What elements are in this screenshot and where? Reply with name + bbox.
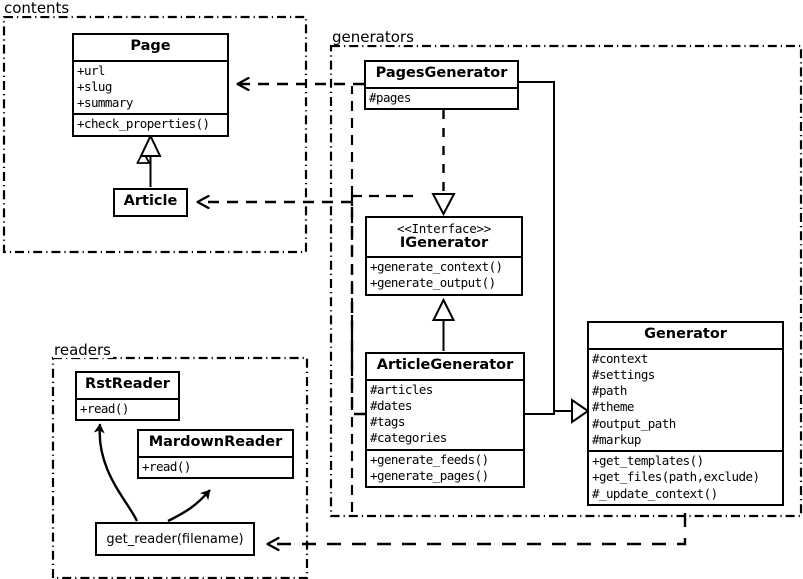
class-name-igenerator-text: IGenerator [399, 234, 489, 251]
attribute-row: #settings [592, 366, 655, 382]
attribute-row: #theme [592, 399, 634, 415]
class-box-igenerator[interactable]: <<Interface>> IGenerator +generate_conte… [365, 216, 523, 296]
class-name-article: Article [123, 193, 178, 209]
attribute-row: #dates [370, 397, 412, 413]
arrowhead-generator-inherit [571, 398, 590, 424]
edge-generator-uses-get-reader [268, 513, 687, 544]
method-row: +generate_context() [370, 259, 503, 275]
method-row: +read() [80, 400, 129, 416]
class-stereotype-igenerator: <<Interface>> [397, 221, 491, 236]
attribute-row: #articles [370, 381, 433, 397]
edge-pagesgenerator-extends-generator [519, 81, 572, 412]
method-row: +generate_output() [370, 275, 496, 291]
class-name-rst-reader: RstReader [85, 376, 170, 392]
class-box-generator[interactable]: Generator #context #settings #path #them… [587, 321, 784, 506]
class-attributes-article-generator: #articles #dates #tags #categories [367, 378, 523, 449]
edge-get-reader-creates-rstreader [93, 423, 139, 522]
package-label-generators: generators [331, 28, 416, 46]
method-row: +get_templates() [592, 453, 704, 469]
class-box-rst-reader[interactable]: RstReader +read() [75, 371, 180, 421]
class-box-pages-generator[interactable]: PagesGenerator #pages [364, 60, 519, 110]
class-methods-generator: +get_templates() +get_files(path,exclude… [589, 450, 782, 504]
class-name-page: Page [130, 38, 171, 54]
arrowhead-article-igenerator [431, 297, 456, 321]
class-box-article[interactable]: Article [113, 188, 188, 217]
edge-articlegenerator-uses-article-stub [350, 202, 365, 416]
class-methods-igenerator: +generate_context() +generate_output() [367, 256, 521, 294]
edge-articlegenerator-extends-generator [525, 410, 572, 415]
method-row: +generate_feeds() [370, 451, 489, 467]
attribute-row: #pages [369, 89, 411, 105]
class-name-mardown-reader: MardownReader [148, 434, 283, 450]
class-attributes-generator: #context #settings #path #theme #output_… [589, 347, 782, 451]
edge-get-reader-creates-mardownreader [167, 489, 211, 523]
class-attributes-pages-generator: #pages [366, 86, 517, 108]
class-name-igenerator: <<Interface>> IGenerator [367, 218, 521, 256]
class-name-generator: Generator [644, 326, 727, 342]
class-methods-rst-reader: +read() [77, 397, 178, 419]
class-box-page[interactable]: Page +url +slug +summary +check_properti… [72, 33, 229, 137]
attribute-row: +slug [77, 78, 112, 94]
class-name-article-generator: ArticleGenerator [376, 357, 514, 373]
arrowhead-pages-igenerator [431, 193, 456, 217]
attribute-row: #categories [370, 430, 447, 446]
arrowhead-article-page [139, 133, 162, 157]
attribute-row: #path [592, 383, 627, 399]
function-label-get-reader: get_reader(filename) [106, 531, 244, 547]
method-row: +read() [142, 458, 191, 474]
class-methods-mardown-reader: +read() [139, 455, 292, 477]
method-row: #_update_context() [592, 485, 718, 501]
attribute-row: #context [592, 350, 648, 366]
class-methods-page: +check_properties() [74, 113, 227, 134]
class-box-article-generator[interactable]: ArticleGenerator #articles #dates #tags … [365, 352, 525, 489]
package-label-contents: contents [3, 0, 72, 17]
attribute-row: +url [77, 62, 105, 78]
class-methods-article-generator: +generate_feeds() +generate_pages() [367, 448, 523, 487]
package-label-readers: readers [53, 341, 113, 359]
class-box-mardown-reader[interactable]: MardownReader +read() [137, 429, 294, 479]
method-row: +get_files(path,exclude) [592, 469, 760, 485]
attribute-row: #tags [370, 414, 405, 430]
function-box-get-reader[interactable]: get_reader(filename) [95, 522, 255, 556]
class-attributes-page: +url +slug +summary [74, 59, 227, 114]
attribute-row: #output_path [592, 415, 676, 431]
method-row: +check_properties() [77, 116, 210, 132]
method-row: +generate_pages() [370, 467, 489, 483]
class-name-pages-generator: PagesGenerator [375, 65, 508, 81]
attribute-row: #markup [592, 431, 641, 447]
attribute-row: +summary [77, 95, 133, 111]
